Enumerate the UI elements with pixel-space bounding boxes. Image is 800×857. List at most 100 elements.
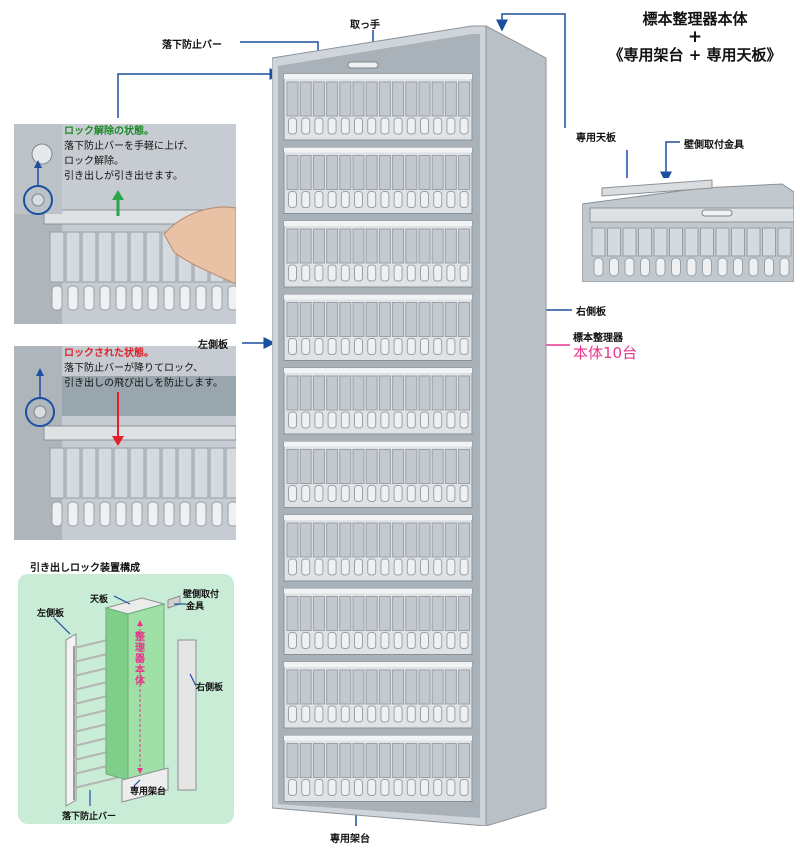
drawer-unit-bar <box>284 147 472 153</box>
drawer-slot <box>299 375 312 411</box>
drawer-slot <box>312 155 325 190</box>
drawer-slot <box>365 302 378 337</box>
drawer-slot <box>312 743 325 778</box>
photo-drawer-pull <box>211 501 223 527</box>
drawer-slot <box>378 743 391 778</box>
drawer-slot <box>286 596 299 631</box>
drawer-slot <box>392 596 405 631</box>
drawer-pull <box>288 779 297 796</box>
drawer-slot <box>444 522 457 558</box>
drawer-pull <box>327 338 337 355</box>
drawer-slot <box>431 302 444 337</box>
drawer-slot <box>405 228 418 264</box>
drawer-pull <box>288 264 297 282</box>
up-arrow-icon <box>36 368 44 376</box>
drawer-pull <box>433 338 443 355</box>
drawer-pull <box>420 632 429 649</box>
drawer-pull <box>340 191 350 208</box>
drawer-slot <box>299 596 312 631</box>
drawer-slot <box>352 155 365 190</box>
drawer-pull <box>314 264 324 282</box>
drawer-slot <box>378 155 391 190</box>
photo-drawer-pull <box>51 285 63 311</box>
photo-drawer-slot <box>622 227 637 257</box>
drawer-unit-frame <box>283 73 473 141</box>
drawer-pull <box>301 338 311 355</box>
photo-drawer-slot <box>145 231 161 283</box>
drawer-pull <box>301 411 311 429</box>
drawer-pull <box>433 117 443 135</box>
photo-drawer-pull <box>115 501 127 527</box>
lock-device-diagram <box>18 574 234 824</box>
drawer-pull <box>459 264 469 282</box>
photo-drawer-pull <box>227 501 236 527</box>
photo-drawer-slot <box>129 231 145 283</box>
drawer-pull <box>327 264 337 282</box>
photo-drawer-pull <box>163 285 175 311</box>
drawer-slot <box>299 743 312 778</box>
drawer-slot <box>405 669 418 705</box>
latch-icon <box>33 405 47 419</box>
drawer-pull <box>288 485 297 502</box>
drawer-slot <box>444 81 457 117</box>
drawer-pull <box>367 411 377 429</box>
drawer-pull <box>406 632 416 649</box>
drawer-pull <box>446 705 456 723</box>
drawer-slot <box>405 155 418 190</box>
drawer-unit-bar <box>284 294 472 300</box>
drawer-pull <box>314 632 324 649</box>
drawer-pull <box>459 411 469 429</box>
photo-drawer-pull <box>147 501 159 527</box>
photo-background-wall <box>62 376 236 416</box>
lock-line-1: 落下防止バーが降りてロック、 <box>64 363 204 374</box>
cabinet-illustration <box>272 25 547 826</box>
unlock-line-1: 落下防止バーを手軽に上げ、 <box>64 141 194 152</box>
drawer-slot <box>286 302 299 337</box>
photo-drawer-slot <box>777 227 792 257</box>
drawer-pull <box>288 191 297 208</box>
drawer-pull <box>446 117 456 135</box>
drawer-slot <box>458 743 471 778</box>
diagram-top-plate-label: 天板 <box>90 595 109 605</box>
drawer-slot <box>431 449 444 484</box>
drawer-pull <box>433 485 443 502</box>
drawer-slot <box>418 81 431 117</box>
drawer-slot <box>326 596 339 631</box>
cabinet-handle <box>347 61 379 69</box>
drawer-pull <box>354 191 363 208</box>
drawer-pull <box>420 705 429 723</box>
drawer-pull <box>314 191 324 208</box>
drawer-pull <box>380 558 390 576</box>
photo-drawer-pull <box>99 501 111 527</box>
drawer-slot <box>405 81 418 117</box>
drawer-unit-frame <box>283 588 473 655</box>
drawer-pull <box>406 705 416 723</box>
drawer-slot <box>365 81 378 117</box>
drawer-unit-frame <box>283 294 473 361</box>
photo-drawer-slot <box>225 447 236 499</box>
drawer-slot <box>312 596 325 631</box>
drawer-slot <box>326 228 339 264</box>
photo-drawer-slot <box>669 227 683 257</box>
drawer-slot <box>444 155 457 190</box>
drawer-slot <box>312 449 325 484</box>
drawer-pull <box>314 338 324 355</box>
drawer-slot <box>352 302 365 337</box>
photo-drawer-pull <box>671 257 681 277</box>
drawer-slot <box>458 81 471 117</box>
photo-drawer-pull <box>99 285 111 311</box>
drawer-slot <box>352 669 365 705</box>
handle-label: 取っ手 <box>350 20 380 31</box>
drawer-pull <box>406 191 416 208</box>
wall-fitting-label: 壁側取付金具 <box>684 140 744 151</box>
drawer-pull <box>380 632 390 649</box>
diagram-left-panel-label: 左側板 <box>37 609 65 619</box>
drawer-pull <box>327 191 337 208</box>
drawer-slot <box>312 375 325 411</box>
drawer-pull <box>340 779 350 796</box>
photo-drawer-pull <box>179 501 191 527</box>
drawer-slot <box>378 449 391 484</box>
diagram-wall-fitting-label-2: 金具 <box>186 602 205 612</box>
drawer-slot <box>365 522 378 558</box>
drawer-pull <box>327 558 337 576</box>
